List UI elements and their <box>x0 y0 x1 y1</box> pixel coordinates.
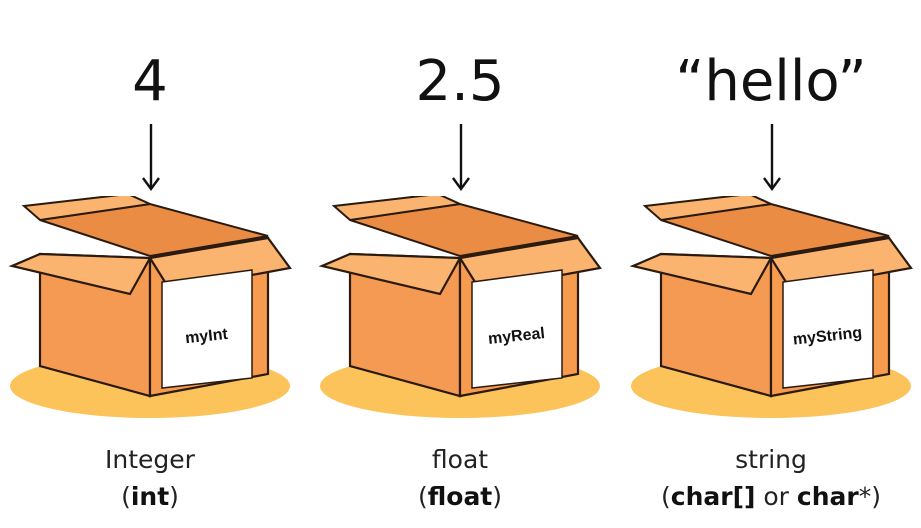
box-sticker <box>471 269 563 389</box>
box-flap-back <box>21 196 154 222</box>
box-flap-left <box>318 252 462 296</box>
down-arrow-icon <box>142 124 160 192</box>
box-flap-back <box>331 196 464 222</box>
type-declaration: (int) <box>121 482 179 511</box>
type-declaration: (float) <box>417 482 503 511</box>
box-icon: myInt <box>8 196 292 418</box>
variable-int-column: 4 myInt Integer (int) <box>0 0 300 528</box>
box-icon: myString <box>629 196 913 418</box>
variable-float-column: 2.5 myReal float (float) <box>310 0 610 528</box>
box-sticker <box>782 269 874 389</box>
box-flap-right <box>148 236 292 292</box>
box-flap-left <box>8 252 152 296</box>
sticker-label: myInt <box>184 326 229 347</box>
down-arrow-icon <box>763 124 781 192</box>
box-flap-left <box>629 252 773 296</box>
assigned-value: 4 <box>132 49 168 114</box>
down-arrow-icon <box>452 124 470 192</box>
assigned-value: 2.5 <box>415 49 505 114</box>
type-name: Integer <box>105 445 195 474</box>
assigned-value: “hello” <box>675 49 867 114</box>
variable-string-column: “hello” myString string (char[] or char*… <box>621 0 921 528</box>
c-keyword: char <box>796 482 859 511</box>
type-name: float <box>431 445 489 474</box>
type-declaration: (char[] or char*) <box>661 482 881 511</box>
c-keyword: int <box>130 482 170 511</box>
c-keyword: float <box>427 482 493 511</box>
box-flap-right <box>769 236 913 292</box>
c-keyword: char[] <box>670 482 756 511</box>
box-sticker <box>161 269 253 389</box>
box-flap-back <box>642 196 775 222</box>
type-name: string <box>735 445 807 474</box>
sticker-label: myReal <box>487 325 545 348</box>
box-icon: myReal <box>318 196 602 418</box>
box-flap-right <box>458 236 602 292</box>
